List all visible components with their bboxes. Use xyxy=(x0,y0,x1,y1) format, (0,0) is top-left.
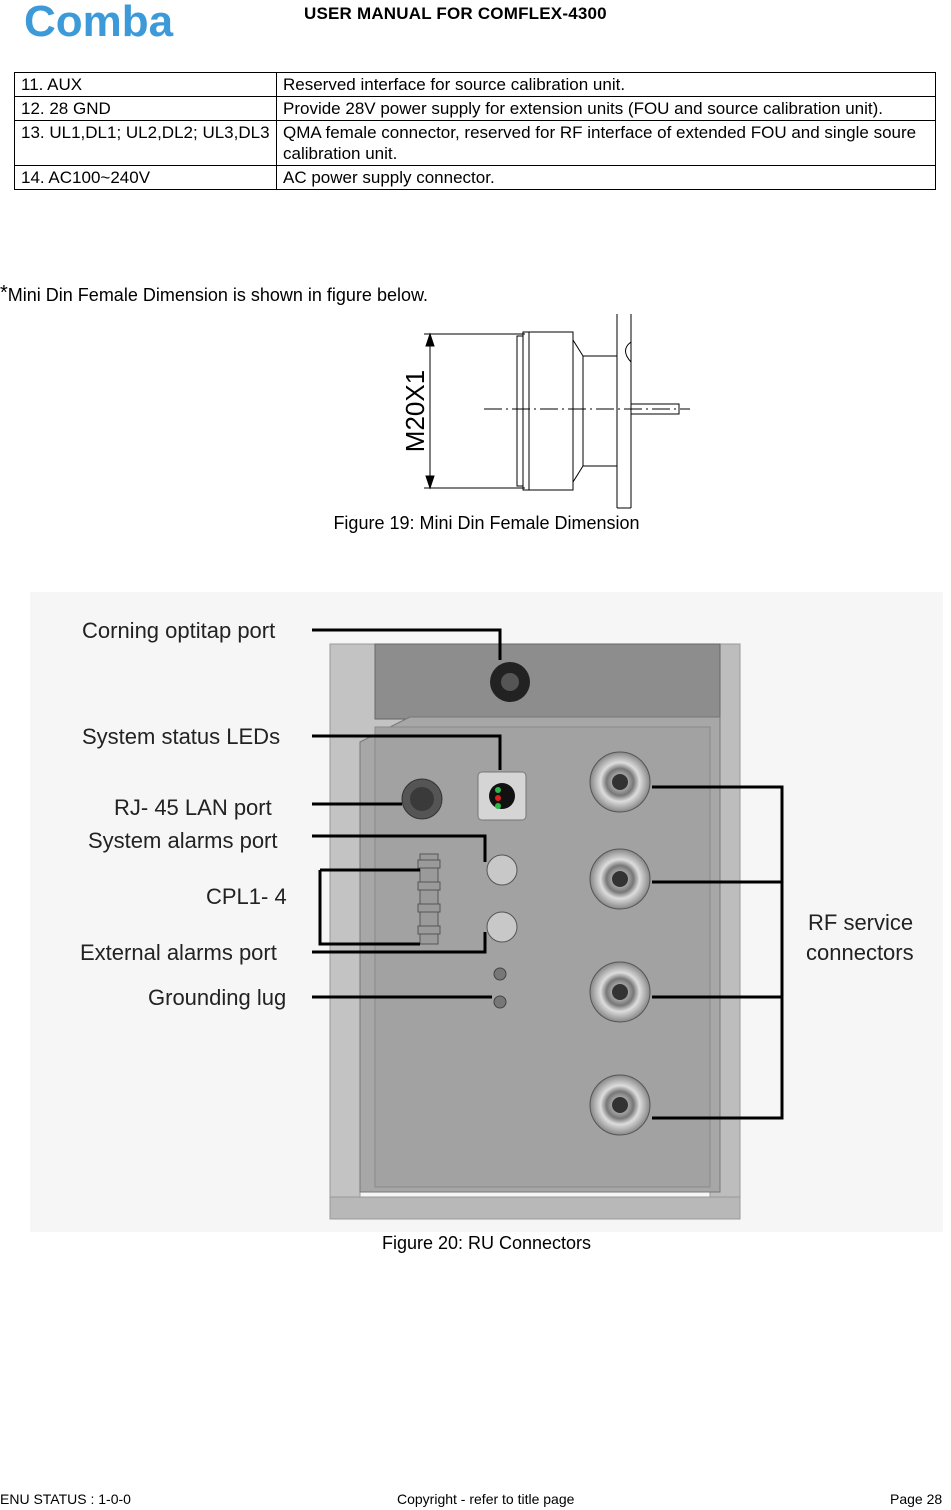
footer-copyright: Copyright - refer to title page xyxy=(397,1491,575,1507)
status-led-module xyxy=(477,771,527,821)
note-text: Mini Din Female Dimension is shown in fi… xyxy=(7,285,428,305)
label-corning-optitap: Corning optitap port xyxy=(82,618,275,643)
note-asterisk: * xyxy=(0,282,8,304)
document-title: USER MANUAL FOR COMFLEX-4300 xyxy=(304,4,607,23)
label-system-status-leds: System status LEDs xyxy=(82,724,280,749)
figure-20-caption: Figure 20: RU Connectors xyxy=(381,1233,592,1253)
label-grounding-lug: Grounding lug xyxy=(148,985,286,1010)
table-cell-item: 14. AC100~240V xyxy=(14,165,277,190)
ru-connectors-figure: Corning optitap port System status LEDs … xyxy=(30,592,943,1232)
label-rf-service: RF service xyxy=(808,910,913,935)
table-cell-description: Provide 28V power supply for extension u… xyxy=(276,96,936,121)
table-cell-description: Reserved interface for source calibratio… xyxy=(276,72,936,97)
table-cell-item: 11. AUX xyxy=(14,72,277,97)
table-cell-description: AC power supply connector. xyxy=(276,165,936,190)
label-external-alarms-port: External alarms port xyxy=(80,940,277,965)
label-system-alarms-port: System alarms port xyxy=(88,828,278,853)
optitap-port xyxy=(490,662,530,702)
dimension-label: M20X1 xyxy=(400,370,430,452)
system-alarm-port xyxy=(486,854,518,886)
table-cell-item: 12. 28 GND xyxy=(14,96,277,121)
leader-lines xyxy=(312,628,784,1120)
external-alarm-port xyxy=(486,911,518,943)
footer-page-number: Page 28 xyxy=(890,1491,943,1507)
mini-din-dimension-drawing: M20X1 xyxy=(400,314,690,509)
arrow-bottom xyxy=(425,475,435,490)
dimension-note: *Mini Din Female Dimension is shown in f… xyxy=(0,282,428,306)
connector-rim xyxy=(516,335,524,487)
comba-logo: Comba xyxy=(24,0,174,42)
top-recess xyxy=(374,643,721,720)
enclosure xyxy=(329,643,741,1220)
figure-19-caption: Figure 19: Mini Din Female Dimension xyxy=(333,513,640,533)
table-cell-description: QMA female connector, reserved for RF in… xyxy=(276,120,936,166)
arrow-top xyxy=(425,332,435,347)
flange-notch xyxy=(625,341,632,363)
connector-body xyxy=(522,331,574,491)
label-connectors: connectors xyxy=(806,940,914,965)
table-cell-item: 13. UL1,DL1; UL2,DL2; UL3,DL3 xyxy=(14,120,277,166)
grounding-lug xyxy=(493,967,507,981)
connector-neck xyxy=(582,355,618,467)
connector-taper xyxy=(572,338,584,484)
footer-status: ENU STATUS : 1-0-0 xyxy=(0,1491,131,1507)
cpl-connectors xyxy=(417,853,441,945)
rf-connectors xyxy=(589,751,651,1136)
label-cpl: CPL1- 4 xyxy=(206,884,287,909)
logo-text: Comba xyxy=(24,0,174,42)
label-rj45-lan-port: RJ- 45 LAN port xyxy=(114,795,272,820)
